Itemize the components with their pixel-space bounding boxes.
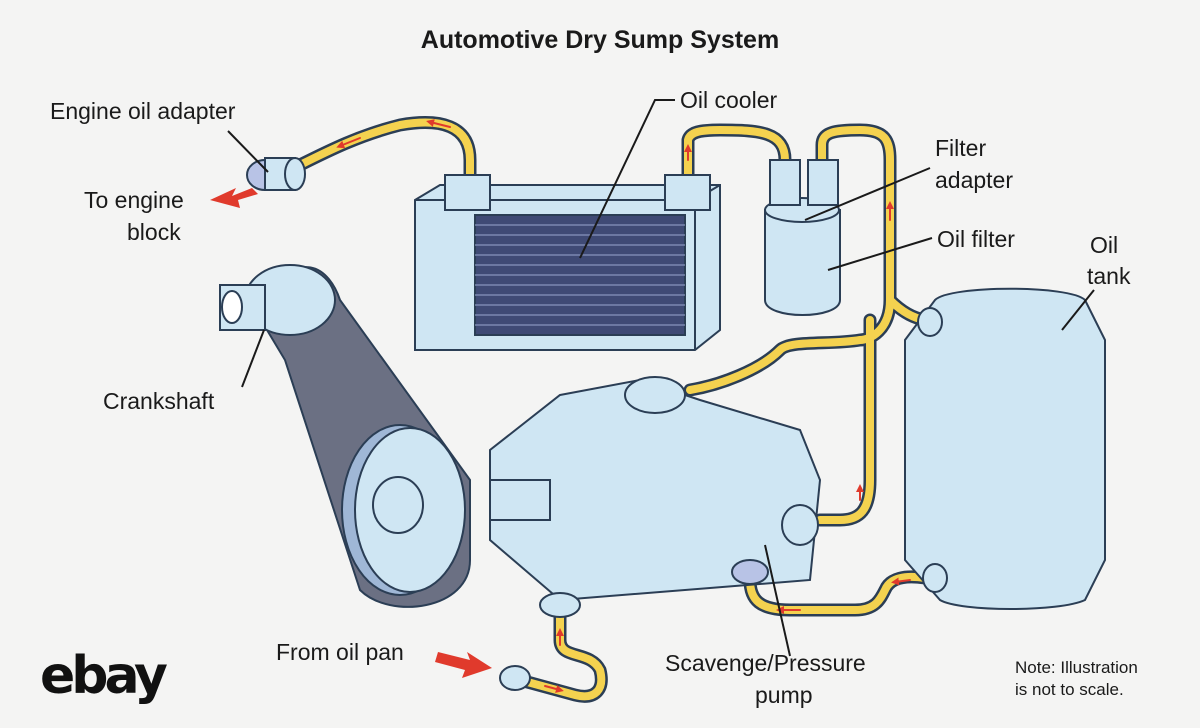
oil-filter-label: Oil filter	[937, 226, 1015, 252]
oil-lines	[293, 116, 932, 703]
oil-tank-label-line2: tank	[1087, 263, 1131, 289]
from-oil-pan-arrow	[435, 652, 492, 678]
to-engine-block-label-line1: To engine	[84, 187, 184, 213]
oil-tank-label-line1: Oil	[1090, 232, 1119, 258]
scale-note-line2: is not to scale.	[1015, 680, 1124, 699]
oil-cooler-label: Oil cooler	[680, 87, 778, 113]
oil-pan-inlet	[499, 665, 531, 691]
scale-note-line1: Note: Illustration	[1015, 658, 1138, 677]
filter-adapter-label-line2: adapter	[935, 167, 1014, 193]
page-title: Automotive Dry Sump System	[420, 26, 780, 54]
crankshaft-assembly	[219, 264, 471, 608]
to-engine-block-arrow	[210, 188, 258, 208]
scale-note: Note: Illustration is not to scale.	[1015, 657, 1138, 701]
engine-oil-adapter-label: Engine oil adapter	[50, 98, 236, 124]
leader-lines	[227, 99, 1095, 657]
oil-tank	[904, 287, 1106, 610]
filter-adapter-label-line1: Filter	[935, 135, 987, 161]
pump-label-line1: Scavenge/Pressure	[665, 650, 866, 676]
to-engine-block-label-line2: block	[127, 219, 181, 245]
oil-cooler	[414, 174, 721, 351]
ebay-logo: ebay	[40, 646, 168, 706]
engine-oil-adapter	[246, 157, 306, 191]
scavenge-pressure-pump	[489, 376, 822, 618]
oil-filter	[764, 159, 841, 316]
pump-label-line2: pump	[755, 682, 813, 708]
crankshaft-label: Crankshaft	[103, 388, 215, 414]
from-oil-pan-label: From oil pan	[276, 639, 404, 665]
